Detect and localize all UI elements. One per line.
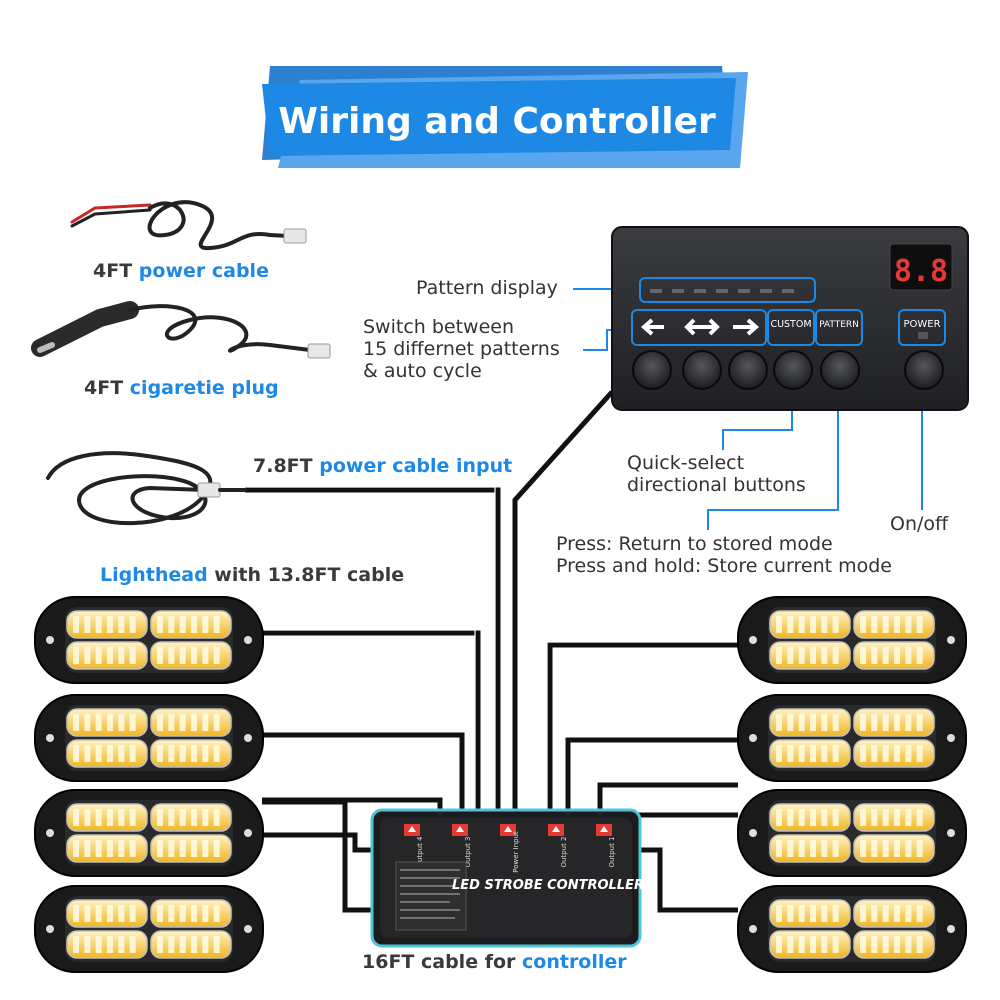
- pattern-button[interactable]: [820, 350, 860, 390]
- pattern-label: PATTERN: [819, 320, 859, 330]
- lighthead-name: Lighthead: [100, 564, 208, 586]
- custom-button[interactable]: [773, 350, 813, 390]
- controller-port-label: Output 4: [416, 836, 424, 868]
- power-button[interactable]: [904, 350, 944, 390]
- lighthead-label: Lighthead with 13.8FT cable: [100, 564, 404, 586]
- custom-press-callout: Press: Return to stored mode Press and h…: [556, 533, 892, 577]
- wire-highlights: [245, 486, 738, 815]
- pattern-display-frame: [639, 277, 816, 303]
- pattern-display-callout: Pattern display: [416, 277, 558, 299]
- controller-cable-name: controller: [522, 951, 627, 973]
- quick-select-callout: Quick-select directional buttons: [627, 452, 806, 496]
- cigarette-plug-label: 4FT cigaretie plug: [84, 377, 279, 399]
- controller-cable-label: 16FT cable for controller: [362, 951, 627, 973]
- cigarette-plug-image: [31, 301, 331, 359]
- press-line-1: Press: Return to stored mode: [556, 533, 833, 555]
- controller-port-label: Output 1: [608, 837, 616, 868]
- pattern-digit-display: [889, 243, 953, 291]
- custom-label: CUSTOM: [770, 319, 811, 330]
- switch-callout-line-2: 15 differnet patterns: [363, 338, 560, 360]
- switch-callout-line-3: & auto cycle: [363, 360, 482, 382]
- both-arrow-button[interactable]: [682, 350, 722, 390]
- wires: [245, 390, 738, 913]
- controller-box-label: LED STROBE CONTROLLER: [452, 878, 644, 893]
- lighthead-right-2: [737, 694, 967, 782]
- power-input-cable-image: [46, 451, 247, 526]
- lighthead-right-4: [737, 885, 967, 973]
- quick-select-line-1: Quick-select: [627, 452, 745, 474]
- lighthead-left-4: [34, 885, 264, 973]
- lighthead-left-3: [34, 789, 264, 877]
- controller-box: Output 4 Output 3 Power Input Output 2 Outpu…: [370, 808, 642, 948]
- lighthead-left-2: [34, 694, 264, 782]
- controller-port-label: Output 2: [560, 837, 568, 868]
- power-cable-label: 4FT power cable: [93, 260, 269, 282]
- switch-callout-line-1: Switch between: [363, 316, 515, 338]
- lighthead-right-1: [737, 596, 967, 684]
- double-arrow-icon: [684, 318, 720, 336]
- lighthead-left-1: [34, 596, 264, 684]
- cigarette-plug-name: cigaretie plug: [129, 377, 279, 399]
- power-label: POWER: [903, 319, 940, 330]
- press-line-2: Press and hold: Store current mode: [556, 555, 892, 577]
- controller-port-label: Power Input: [512, 831, 520, 873]
- lightheads: [34, 596, 967, 973]
- controller-port-2: Output 3: [452, 824, 472, 868]
- right-arrow-icon: [733, 318, 760, 336]
- quick-select-line-2: directional buttons: [627, 474, 806, 496]
- switch-callout: Switch between 15 differnet patterns & a…: [363, 316, 560, 382]
- power-input-length: 7.8FT: [253, 455, 313, 477]
- controller-port-3: Power Input: [500, 824, 520, 873]
- controller-port-4: Output 2: [548, 824, 568, 868]
- lighthead-suffix: with 13.8FT cable: [214, 564, 405, 586]
- controller-port-1: Output 4: [404, 824, 424, 868]
- lighthead-right-3: [737, 789, 967, 877]
- power-cable-name: power cable: [138, 260, 269, 282]
- left-arrow-icon: [640, 318, 664, 336]
- power-cable-length: 4FT: [93, 260, 133, 282]
- power-cable-image: [70, 200, 307, 251]
- right-arrow-button[interactable]: [728, 350, 768, 390]
- controller-port-5: Output 1: [596, 824, 616, 868]
- on-off-callout: On/off: [890, 513, 949, 535]
- controller-cable-prefix: 16FT cable for: [362, 951, 516, 973]
- page-title: Wiring and Controller: [278, 101, 716, 142]
- cigarette-plug-length: 4FT: [84, 377, 124, 399]
- title-banner: [262, 66, 748, 168]
- digit-display-value: 8.8: [894, 254, 948, 289]
- control-panel: [611, 226, 969, 411]
- controller-port-label: Output 3: [464, 837, 472, 868]
- left-arrow-button[interactable]: [632, 350, 672, 390]
- power-input-name: power cable input: [319, 455, 513, 477]
- power-input-label: 7.8FT power cable input: [253, 455, 512, 477]
